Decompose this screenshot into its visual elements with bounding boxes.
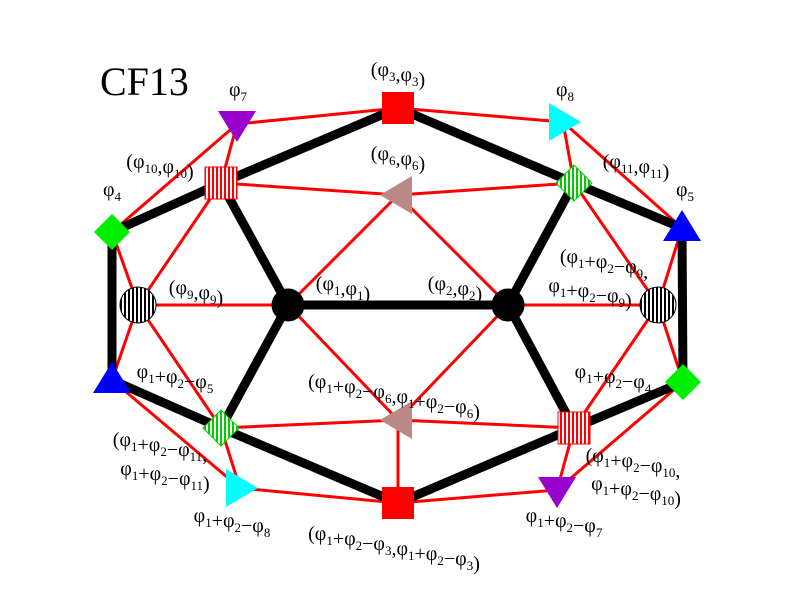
red-edge (110, 378, 242, 490)
label-phi9: (φ9,φ9) (169, 277, 223, 309)
diagram-title: CF13 (100, 59, 189, 104)
square-node-phi3 (382, 92, 414, 124)
black-edge (503, 178, 579, 310)
label-phi12m8: φ1+φ2−φ8 (194, 505, 271, 540)
gray-triangle-node-phi12-minus-6 (380, 401, 412, 439)
label-phi5: φ5 (676, 179, 694, 204)
red-edge (286, 303, 400, 422)
label-phi4: φ4 (103, 179, 122, 204)
striped-diamond-node-phi12-minus-11 (202, 409, 240, 447)
label-phi8: φ8 (556, 79, 574, 104)
red-edge (396, 106, 565, 124)
diamond-node-phi12-minus-4 (665, 364, 701, 400)
black-edge (677, 223, 688, 387)
label-phi12m7: φ1+φ2−φ7 (526, 505, 603, 540)
red-edge (396, 193, 510, 307)
up-triangle-node-phi12-minus-5 (93, 362, 131, 393)
red-edge (555, 380, 685, 492)
gray-triangle-node-phi6 (380, 176, 412, 214)
label-phi12m9_b: φ1+φ2−φ9) (548, 275, 631, 312)
square-node-phi12-minus-3 (382, 487, 414, 519)
striped-diamond-node-phi11 (555, 164, 593, 202)
black-edge (393, 103, 579, 188)
graph-nodes (93, 92, 701, 519)
red-edge (235, 106, 400, 126)
red-edge (136, 181, 223, 307)
black-edges (107, 103, 688, 508)
striped-circle-node-phi12-minus-9 (639, 286, 677, 324)
black-edge (569, 178, 687, 233)
label-phi1: (φ1,φ1) (316, 273, 370, 305)
label-phi2: (φ2,φ2) (428, 273, 482, 305)
red-edge (396, 488, 559, 505)
red-edge (238, 486, 400, 505)
black-circle-node-phi1 (271, 288, 305, 322)
label-phi12m10_b: φ1+φ2−φ10) (591, 473, 681, 510)
label-phi12m11_a: (φ1+φ2−φ11, (113, 429, 207, 466)
red-edge (572, 181, 660, 307)
black-edge (393, 423, 579, 508)
label-phi11: (φ11,φ11) (603, 151, 669, 183)
label-phi10: (φ10,φ10) (126, 151, 193, 183)
label-phi12m3: (φ1+φ2−φ3,φ1+φ2−φ3) (308, 523, 480, 575)
red-edge (561, 120, 684, 230)
red-edge (396, 303, 510, 422)
striped-circle-node-phi9 (119, 286, 157, 324)
red-edge (396, 181, 576, 197)
striped-square-node-phi12-minus-10 (557, 411, 591, 445)
black-edge (216, 103, 403, 188)
diamond-node-phi4 (94, 214, 130, 250)
red-edge (219, 418, 400, 430)
right-triangle-node-phi12-minus-8 (226, 469, 258, 507)
black-edge (107, 178, 226, 237)
black-edge (216, 300, 293, 433)
red-edge (572, 303, 660, 430)
black-circle-node-phi2 (491, 288, 525, 322)
label-phi7: φ7 (229, 79, 248, 104)
label-top_square: (φ3,φ3) (371, 59, 425, 91)
up-triangle-node-phi5 (663, 210, 701, 241)
node-labels: (φ3,φ3) φ7 φ8 (φ10,φ10) (φ6,φ6) (φ11,φ11) φ4 φ5… (103, 59, 694, 575)
label-phi12m11_b: φ1+φ2−φ11) (120, 458, 209, 495)
label-phi12m9_a: (φ1+φ2−φ9, (560, 246, 648, 283)
striped-square-node-phi10 (204, 166, 238, 200)
red-edge (110, 122, 239, 234)
right-triangle-node-phi8 (549, 103, 581, 141)
red-edge (136, 303, 223, 430)
label-phi12m4: φ1+φ2−φ4 (575, 361, 652, 396)
down-triangle-node-phi12-minus-7 (538, 477, 576, 508)
label-phi12m5: φ1+φ2−φ5 (137, 361, 214, 396)
label-phi12m6: (φ1+φ2−φ6,φ1+φ2−φ6) (308, 371, 480, 423)
black-edge (503, 300, 579, 433)
black-edge (569, 377, 688, 433)
black-edge (107, 375, 226, 433)
red-edge (396, 418, 576, 430)
red-edge (286, 193, 400, 307)
label-phi12m10_a: (φ1+φ2−φ10, (586, 445, 681, 482)
down-triangle-node-phi7 (218, 111, 256, 142)
red-edge (219, 181, 400, 197)
black-edge (216, 178, 293, 310)
black-edge (216, 423, 403, 508)
label-phi6: (φ6,φ6) (371, 143, 425, 175)
